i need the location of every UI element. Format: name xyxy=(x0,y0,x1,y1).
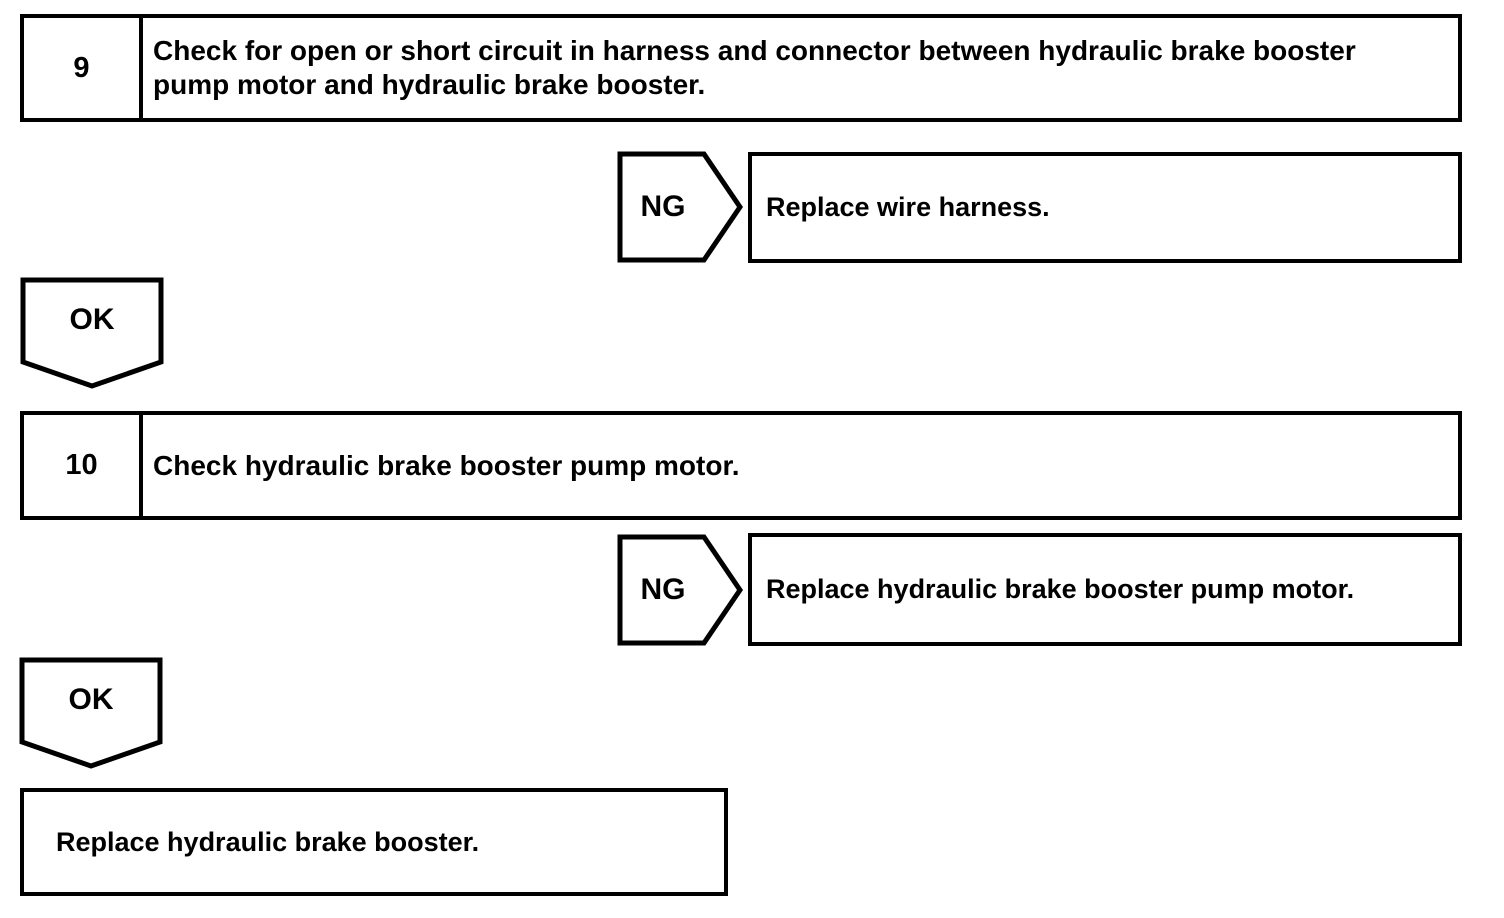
step-9-instruction-cell: Check for open or short circuit in harne… xyxy=(143,18,1458,118)
ok-arrow-shape-2: OK xyxy=(19,657,163,769)
ng-label-1: NG xyxy=(640,190,686,223)
ng-action-box-2: Replace hydraulic brake booster pump mot… xyxy=(748,533,1462,646)
ng-action-text-1: Replace wire harness. xyxy=(766,192,1050,222)
ng-action-text-2: Replace hydraulic brake booster pump mot… xyxy=(766,574,1355,604)
step-10-box: 10 Check hydraulic brake booster pump mo… xyxy=(20,411,1462,520)
step-9-instruction: Check for open or short circuit in harne… xyxy=(153,35,1356,100)
step-10-instruction-cell: Check hydraulic brake booster pump motor… xyxy=(143,415,1458,516)
step-10-number: 10 xyxy=(24,415,143,516)
step-9-box: 9 Check for open or short circuit in har… xyxy=(20,14,1462,122)
step-10-instruction: Check hydraulic brake booster pump motor… xyxy=(153,449,740,481)
ng-label-2: NG xyxy=(640,573,686,606)
ok-arrow-shape-1: OK xyxy=(20,277,164,389)
ok-pentagon-icon xyxy=(20,277,164,389)
ng-pentagon-icon xyxy=(617,534,743,646)
ng-arrow-shape-1: NG xyxy=(617,151,743,263)
ng-action-box-1: Replace wire harness. xyxy=(748,152,1462,263)
step-9-number: 9 xyxy=(24,18,143,118)
final-action-box: Replace hydraulic brake booster. xyxy=(20,788,728,896)
ng-pentagon-icon xyxy=(617,151,743,263)
ok-label-1: OK xyxy=(69,303,115,336)
ok-label-2: OK xyxy=(68,683,114,716)
ok-pentagon-icon xyxy=(19,657,163,769)
final-action-text: Replace hydraulic brake booster. xyxy=(56,826,480,857)
ng-arrow-shape-2: NG xyxy=(617,534,743,646)
